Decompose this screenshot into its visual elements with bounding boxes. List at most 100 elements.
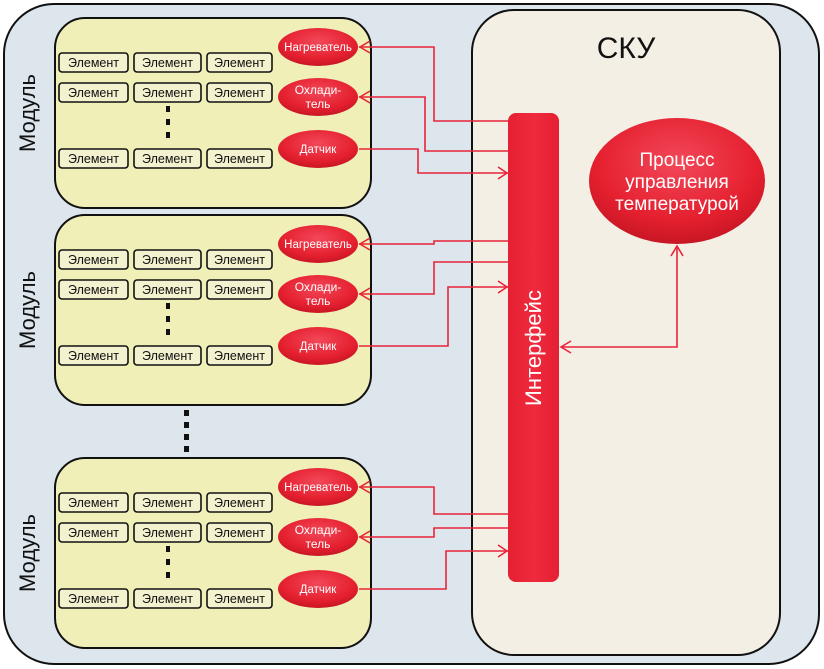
device-cooler — [278, 78, 358, 116]
connector-heater — [358, 237, 508, 251]
device-sensor — [278, 570, 358, 608]
arrow-head-left-icon — [358, 90, 371, 104]
element-ellipsis-dot — [166, 329, 170, 335]
process-label-line: Процесс — [639, 150, 714, 171]
device-label: Охлади- — [295, 83, 342, 97]
module-label: Модуль — [15, 74, 40, 152]
process-label-line: температурой — [615, 194, 739, 215]
device-label: Датчик — [300, 144, 338, 156]
arrow-head-left-icon — [358, 480, 371, 494]
device-heater — [278, 28, 358, 66]
element-box — [58, 148, 129, 169]
device-sensor — [278, 130, 358, 168]
element-label: Элемент — [68, 592, 119, 606]
device-cooler — [278, 275, 358, 313]
element-label: Элемент — [68, 283, 119, 297]
element-label: Элемент — [214, 496, 265, 510]
element-label: Элемент — [142, 283, 193, 297]
element-box — [206, 52, 273, 73]
element-label: Элемент — [142, 526, 193, 540]
element-label: Элемент — [68, 526, 119, 540]
element-label: Элемент — [142, 349, 193, 363]
element-box — [133, 249, 202, 270]
element-box — [206, 148, 273, 169]
device-label: Датчик — [300, 584, 338, 596]
element-box — [206, 522, 273, 543]
element-box — [133, 52, 202, 73]
device-label: тель — [306, 294, 331, 308]
element-ellipsis-dot — [166, 546, 170, 552]
element-label: Элемент — [68, 86, 119, 100]
element-box — [133, 588, 202, 609]
device-label: Охлади- — [295, 523, 342, 537]
system-title: СКУ — [597, 32, 656, 65]
element-box — [133, 522, 202, 543]
arrow-head-left-icon — [358, 287, 371, 301]
device-label: Охлади- — [295, 280, 342, 294]
element-box — [206, 279, 273, 300]
module-label: Модуль — [15, 271, 40, 349]
device-label: тель — [306, 537, 331, 551]
interface-process-link — [559, 244, 684, 354]
element-ellipsis-dot — [166, 572, 170, 578]
process-label-line: управления — [625, 172, 729, 193]
element-label: Элемент — [214, 56, 265, 70]
arrow-head-right-icon — [497, 544, 509, 558]
element-label: Элемент — [68, 253, 119, 267]
connector-sensor — [359, 148, 509, 180]
element-box — [58, 52, 129, 73]
element-label: Элемент — [142, 86, 193, 100]
element-ellipsis-dot — [166, 316, 170, 322]
element-label: Элемент — [68, 349, 119, 363]
device-heater — [278, 225, 358, 263]
element-label: Элемент — [68, 56, 119, 70]
element-label: Элемент — [142, 152, 193, 166]
arrow-head-left-icon — [358, 237, 371, 251]
connector-cooler — [358, 261, 508, 301]
connector-sensor — [359, 280, 509, 347]
element-box — [58, 492, 129, 513]
element-box — [58, 522, 129, 543]
element-box — [58, 249, 129, 270]
element-box — [206, 249, 273, 270]
connector-heater — [358, 480, 508, 515]
element-label: Элемент — [142, 56, 193, 70]
element-box — [133, 492, 202, 513]
connector-cooler — [358, 90, 508, 152]
connector-cooler — [358, 527, 508, 544]
device-sensor — [278, 327, 358, 365]
interface-label: Интерфейс — [521, 290, 546, 406]
element-label: Элемент — [214, 86, 265, 100]
element-label: Элемент — [142, 253, 193, 267]
connector-heater — [358, 40, 508, 122]
element-box — [206, 345, 273, 366]
element-label: Элемент — [214, 253, 265, 267]
arrow-head-right-icon — [497, 280, 509, 294]
modules-ellipsis — [184, 410, 189, 452]
element-ellipsis-dot — [166, 132, 170, 138]
element-label: Элемент — [142, 592, 193, 606]
element-ellipsis-dot — [166, 106, 170, 112]
element-box — [206, 82, 273, 103]
device-label: Нагреватель — [284, 42, 352, 54]
connector-sensor — [359, 544, 509, 590]
element-box — [58, 82, 129, 103]
device-cooler — [278, 518, 358, 556]
element-ellipsis-dot — [166, 119, 170, 125]
element-label: Элемент — [214, 592, 265, 606]
device-label: Нагреватель — [284, 482, 352, 494]
element-box — [133, 279, 202, 300]
element-box — [58, 345, 129, 366]
element-box — [133, 82, 202, 103]
device-label: Нагреватель — [284, 239, 352, 251]
arrow-head-right-icon — [497, 166, 509, 180]
element-label: Элемент — [68, 152, 119, 166]
arrow-head-up-icon — [670, 244, 684, 257]
element-label: Элемент — [142, 496, 193, 510]
